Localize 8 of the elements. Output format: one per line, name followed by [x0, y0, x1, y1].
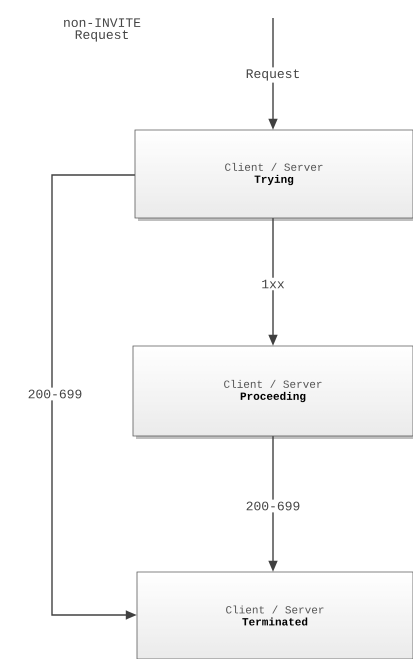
edge-label: 200-699	[26, 388, 84, 400]
edge-label: 1xx	[259, 278, 287, 290]
edge-label: Request	[244, 67, 302, 83]
note-text: non-INVITE Request	[64, 18, 140, 42]
state-box: Client / Server Proceeding	[132, 346, 413, 439]
state-box: Client / Server Trying	[134, 130, 413, 221]
edge-label: 200-699	[244, 500, 302, 512]
state-box: Client / Server Terminated	[136, 572, 413, 659]
